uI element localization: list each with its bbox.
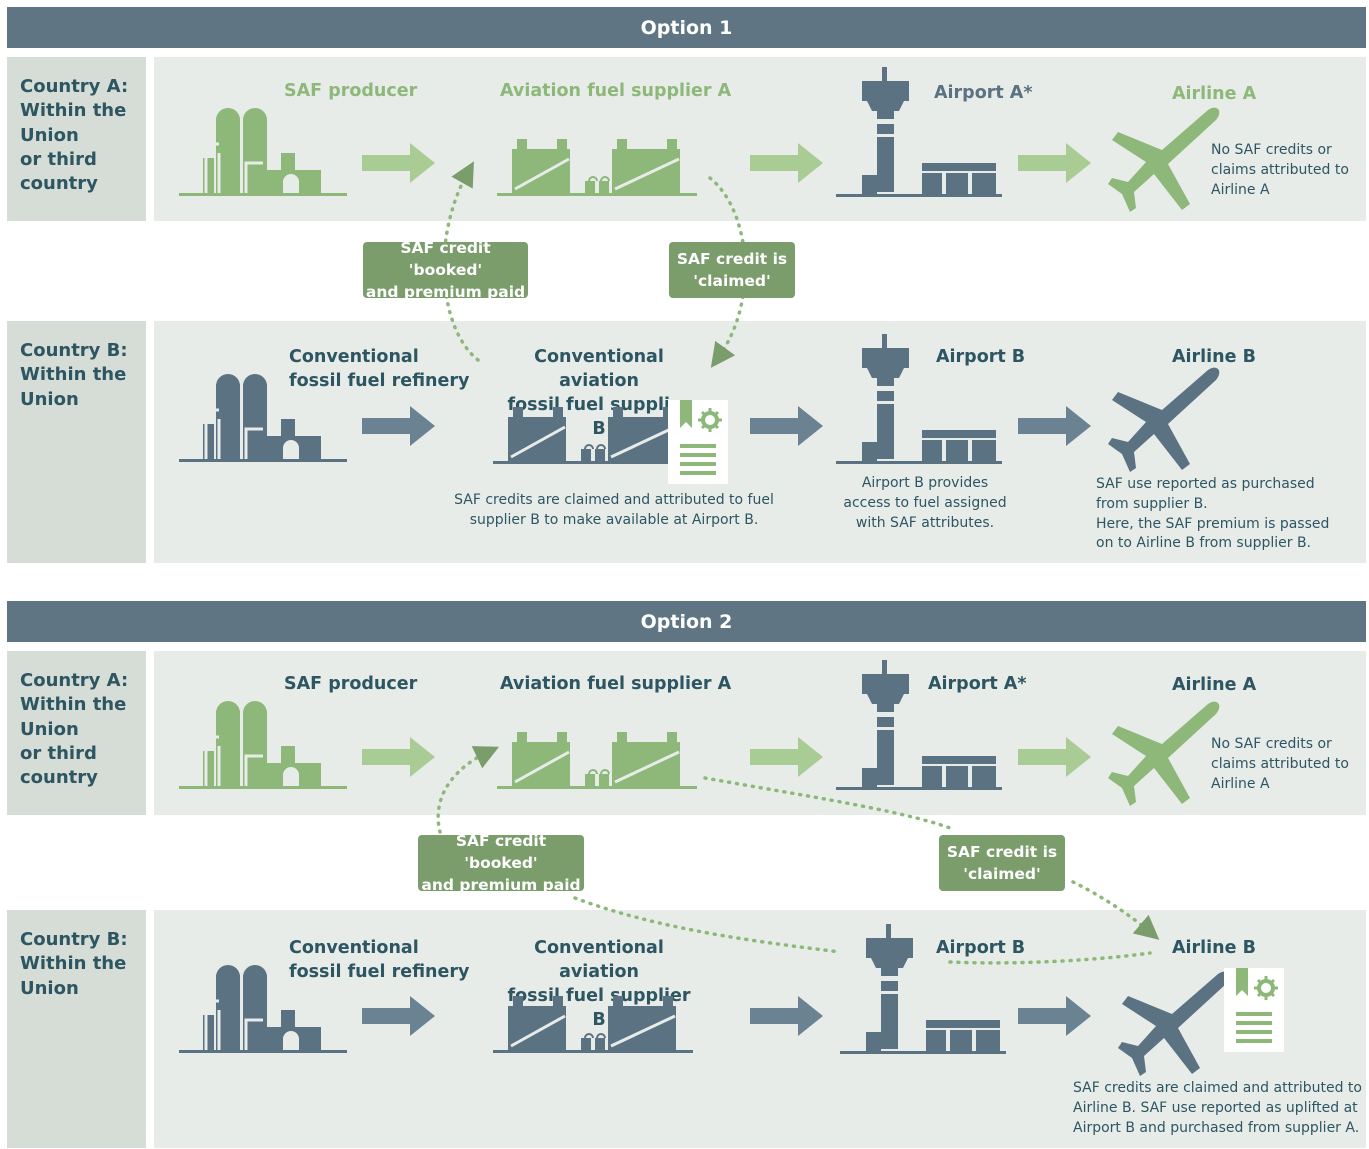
arrow-right-icon bbox=[750, 143, 823, 183]
fuel-tanks-icon bbox=[495, 137, 699, 198]
fuel-tanks-icon bbox=[495, 730, 699, 791]
callout-booked: SAF credit 'booked' and premium paid bbox=[363, 239, 528, 301]
airline-b-note: SAF use reported as purchased from suppl… bbox=[1096, 476, 1330, 552]
arrow-right-icon bbox=[1018, 143, 1091, 183]
airport-b-title: Airport B bbox=[936, 938, 1026, 958]
booked-connector bbox=[436, 746, 500, 834]
airline-a-note: No SAF credits or claims attributed to A… bbox=[1211, 736, 1349, 792]
airline-a-title: Airline A bbox=[1172, 675, 1257, 695]
claimed-connector bbox=[703, 776, 952, 830]
country-b-label-box: Country B: Within the Union bbox=[7, 321, 146, 563]
airline-b-connector bbox=[948, 951, 1152, 965]
airplane-icon bbox=[1108, 367, 1220, 472]
country-a-label-box: Country A: Within the Union or third cou… bbox=[7, 651, 146, 815]
certificate-icon bbox=[1222, 966, 1286, 1054]
refinery-icon bbox=[177, 963, 349, 1055]
airplane-icon bbox=[1108, 107, 1220, 212]
option-2-header: Option 2 bbox=[7, 601, 1366, 642]
option-1-row-a-band bbox=[154, 57, 1366, 221]
claimed-connector bbox=[1071, 880, 1160, 940]
arrow-right-icon bbox=[750, 996, 823, 1036]
control-tower-icon bbox=[840, 924, 1006, 1054]
certificate-icon bbox=[666, 398, 730, 486]
country-b-label: Country B: Within the Union bbox=[20, 929, 128, 999]
callout-claimed: SAF credit is 'claimed' bbox=[939, 835, 1065, 891]
airport-b-note: Airport B provides access to fuel assign… bbox=[843, 475, 1007, 531]
fuel-supplier-a-title: Aviation fuel supplier A bbox=[500, 81, 732, 101]
fuel-tanks-icon bbox=[491, 994, 695, 1055]
airport-b-connector bbox=[573, 896, 842, 954]
airline-b-title: Airline B bbox=[1172, 938, 1256, 958]
airport-a-title: Airport A* bbox=[928, 674, 1027, 694]
refinery-icon bbox=[177, 106, 349, 198]
airport-b-title: Airport B bbox=[936, 347, 1026, 367]
fuel-supplier-b-note: SAF credits are claimed and attributed t… bbox=[454, 492, 774, 528]
country-a-label-box: Country A: Within the Union or third cou… bbox=[7, 57, 146, 221]
arrow-right-icon bbox=[1018, 737, 1091, 777]
refinery-icon bbox=[177, 699, 349, 791]
arrow-right-icon bbox=[750, 737, 823, 777]
fuel-supplier-b-title: Conventional aviation fossil fuel suppli… bbox=[507, 938, 691, 1030]
arrow-right-icon bbox=[1018, 406, 1091, 446]
saf-producer-title: SAF producer bbox=[284, 674, 418, 694]
airline-b-note: SAF credits are claimed and attributed t… bbox=[1073, 1080, 1362, 1136]
control-tower-icon bbox=[836, 67, 1002, 197]
airport-a-title: Airport A* bbox=[934, 83, 1033, 103]
airplane-icon bbox=[1118, 971, 1230, 1076]
airplane-icon bbox=[1108, 701, 1220, 806]
arrow-right-icon bbox=[362, 737, 435, 777]
country-b-label: Country B: Within the Union bbox=[20, 340, 128, 410]
country-a-label: Country A: Within the Union or third cou… bbox=[20, 76, 129, 195]
refinery-title: Conventional fossil fuel refinery bbox=[289, 347, 470, 391]
control-tower-icon bbox=[836, 334, 1002, 464]
airline-a-title: Airline A bbox=[1172, 84, 1257, 104]
airline-b-title: Airline B bbox=[1172, 347, 1256, 367]
arrow-right-icon bbox=[1018, 996, 1091, 1036]
airline-a-note: No SAF credits or claims attributed to A… bbox=[1211, 142, 1349, 198]
arrow-right-icon bbox=[750, 406, 823, 446]
country-a-label: Country A: Within the Union or third cou… bbox=[20, 670, 129, 789]
control-tower-icon bbox=[836, 660, 1002, 790]
arrow-right-icon bbox=[362, 996, 435, 1036]
fuel-supplier-a-title: Aviation fuel supplier A bbox=[500, 674, 732, 694]
option-1-header: Option 1 bbox=[7, 7, 1366, 48]
callout-booked: SAF credit 'booked' and premium paid bbox=[418, 832, 584, 894]
refinery-title: Conventional fossil fuel refinery bbox=[289, 938, 470, 982]
callout-claimed: SAF credit is 'claimed' bbox=[669, 242, 795, 298]
arrow-right-icon bbox=[362, 406, 435, 446]
fuel-tanks-icon bbox=[491, 405, 695, 466]
refinery-icon bbox=[177, 372, 349, 464]
country-b-label-box: Country B: Within the Union bbox=[7, 910, 146, 1148]
saf-producer-title: SAF producer bbox=[284, 81, 418, 101]
arrow-right-icon bbox=[362, 143, 435, 183]
